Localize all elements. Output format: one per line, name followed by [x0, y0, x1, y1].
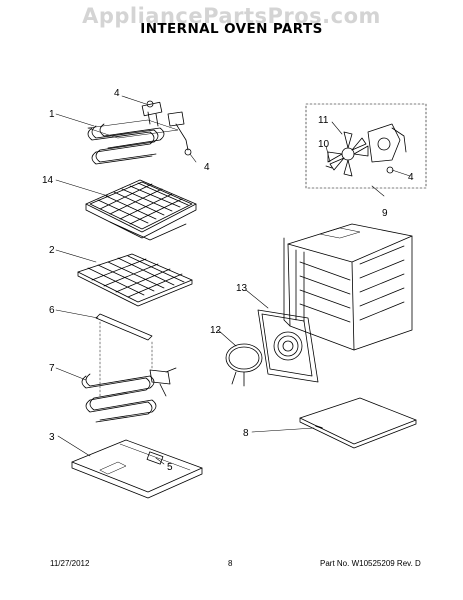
- callout-labels: 1 4 4 14 2 6 7 3 5 11 10 4 9 13 12 8: [42, 88, 414, 473]
- callout-4b: 4: [204, 162, 210, 173]
- callout-9: 9: [382, 208, 388, 219]
- watermark: AppliancePartsPros.com: [82, 4, 381, 28]
- leader-lines: [55, 95, 411, 465]
- bottom-panel-part: [299, 397, 417, 449]
- callout-2: 2: [49, 245, 55, 256]
- broil-element-part: [81, 367, 177, 423]
- ring-element-part: [225, 343, 263, 387]
- footer-date: 11/27/2012: [50, 559, 90, 568]
- bake-element-part: [87, 100, 192, 165]
- convection-fan-assembly-part: [305, 103, 427, 189]
- callout-12: 12: [210, 325, 222, 336]
- rack-with-slides-part: [85, 179, 197, 241]
- oven-cavity: [283, 223, 413, 351]
- page-title: INTERNAL OVEN PARTS: [140, 21, 323, 37]
- callout-3: 3: [49, 432, 55, 443]
- callout-8: 8: [243, 428, 249, 439]
- callout-1: 1: [49, 109, 55, 120]
- footer-part-number: Part No. W10525209 Rev. D: [320, 559, 421, 568]
- callout-10: 10: [318, 139, 330, 150]
- footer-page-number: 8: [228, 559, 233, 568]
- callout-13: 13: [236, 283, 248, 294]
- callout-4a: 4: [114, 88, 120, 99]
- callout-14: 14: [42, 175, 54, 186]
- callout-6: 6: [49, 305, 55, 316]
- callout-5: 5: [167, 462, 173, 473]
- flat-rack-part: [77, 253, 193, 307]
- callout-11: 11: [318, 115, 329, 126]
- vent-strip-part: [95, 313, 153, 397]
- callout-7: 7: [49, 363, 55, 374]
- callout-4c: 4: [408, 172, 414, 183]
- bottom-cover-part: [71, 439, 203, 499]
- rear-panel-part: [257, 309, 319, 383]
